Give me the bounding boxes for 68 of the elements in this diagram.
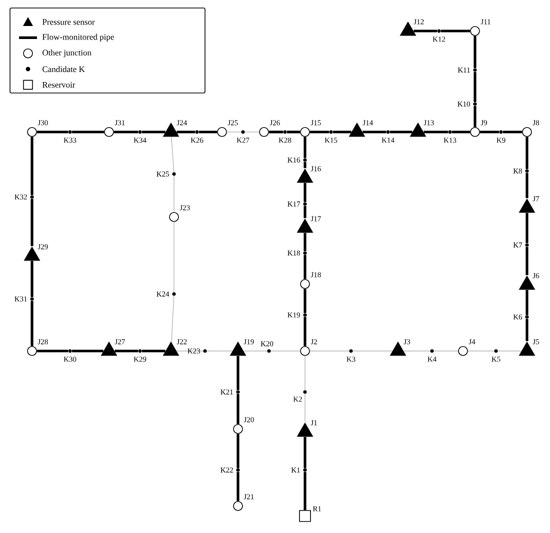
pipe xyxy=(270,350,300,352)
pipe xyxy=(30,136,34,195)
pipe xyxy=(72,350,104,352)
pipe xyxy=(304,394,306,422)
pipe xyxy=(424,130,448,134)
pipe xyxy=(304,288,306,313)
pipe xyxy=(498,350,522,352)
pipe xyxy=(474,36,476,68)
pipe xyxy=(236,434,240,468)
pipe xyxy=(30,260,34,297)
pipe xyxy=(526,247,528,276)
pipe xyxy=(287,130,300,134)
pipe xyxy=(526,136,528,169)
pipe xyxy=(333,130,352,134)
pipe xyxy=(304,182,306,202)
pipe xyxy=(403,350,430,352)
pipe xyxy=(36,350,68,352)
legend-label: Other junction xyxy=(42,50,92,58)
pipe xyxy=(310,130,329,134)
pipe xyxy=(304,472,306,510)
pipe xyxy=(304,255,306,280)
pipe xyxy=(114,130,138,134)
pipe xyxy=(236,356,240,390)
legend-label: Pressure sensor xyxy=(42,19,95,25)
pipe xyxy=(114,350,138,352)
pipe xyxy=(468,350,494,352)
legend-label: Candidate K xyxy=(42,66,85,72)
pipe xyxy=(236,472,240,502)
pipe xyxy=(526,212,528,243)
pipe xyxy=(352,350,393,352)
pipe xyxy=(176,130,195,134)
pipe xyxy=(503,130,522,134)
pipe xyxy=(268,130,283,134)
pipe xyxy=(30,301,34,346)
pipe xyxy=(142,350,166,352)
pipe xyxy=(474,106,476,128)
pipe xyxy=(526,290,528,315)
pipe xyxy=(304,136,306,158)
legend-label: Flow-monitored pipe xyxy=(42,34,114,42)
pipe xyxy=(480,130,499,134)
pipe xyxy=(36,130,68,134)
pipe xyxy=(171,296,174,342)
pipe xyxy=(30,199,34,246)
pipe xyxy=(206,350,233,352)
pipe xyxy=(526,319,528,342)
pipe xyxy=(72,130,104,134)
pipe xyxy=(526,173,528,198)
pipe xyxy=(243,350,268,352)
pipe xyxy=(304,436,306,468)
pipe xyxy=(310,350,350,352)
pipe xyxy=(199,130,218,134)
pipe xyxy=(171,136,174,172)
pipe xyxy=(441,30,470,32)
pipe xyxy=(304,206,306,218)
pipe xyxy=(434,350,458,352)
legend-label: Reservoir xyxy=(42,82,76,88)
pipe xyxy=(452,130,470,134)
pipe xyxy=(390,130,412,134)
pipe xyxy=(176,350,204,352)
pipe xyxy=(304,316,306,346)
pipe xyxy=(362,130,386,134)
pipe xyxy=(142,130,166,134)
pipe xyxy=(304,162,306,168)
pipe xyxy=(474,72,476,102)
pipe xyxy=(304,232,306,251)
pipe xyxy=(304,356,306,390)
pipe xyxy=(414,30,437,32)
pipe xyxy=(236,394,240,424)
